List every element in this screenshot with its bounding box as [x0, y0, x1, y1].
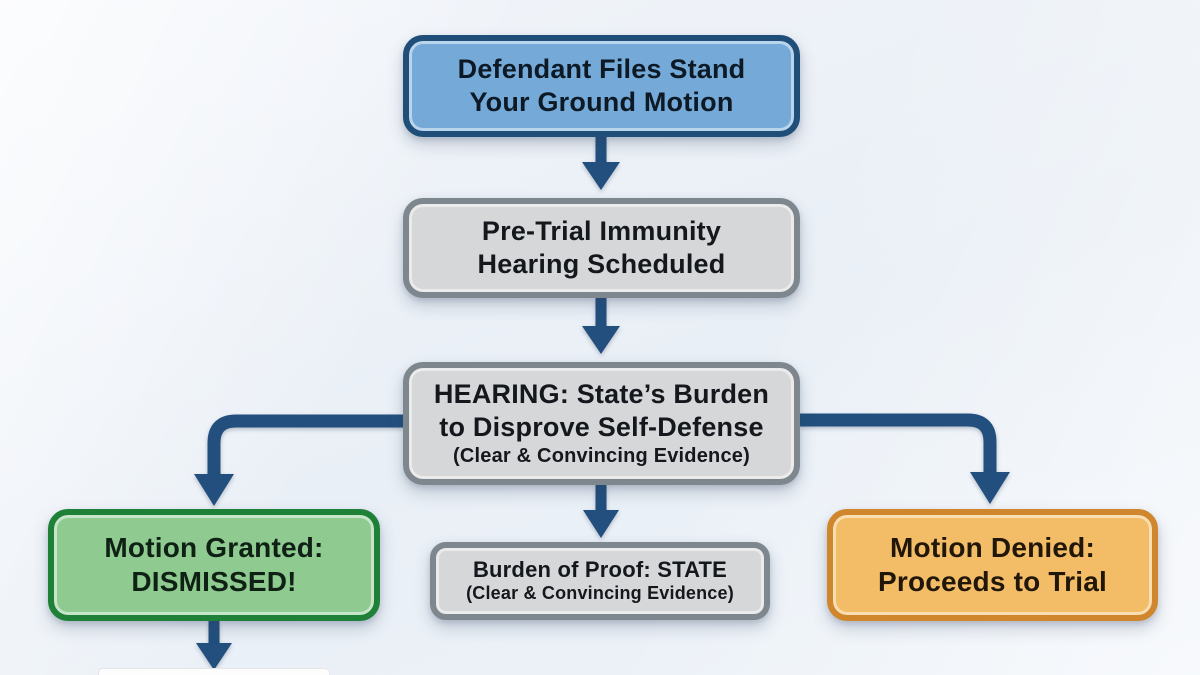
edge-granted-to-next — [196, 621, 232, 670]
node-line: DISMISSED! — [131, 566, 297, 597]
node-line: HEARING: State’s Burden — [433, 379, 770, 410]
edge-file-to-scheduled — [582, 137, 620, 190]
edge-hearing-to-burden — [583, 485, 619, 538]
node-line: to Disprove Self-Defense — [439, 412, 764, 443]
node-pretrial-hearing-scheduled: Pre-Trial Immunity Hearing Scheduled — [403, 198, 800, 298]
node-motion-denied-trial: Motion Denied: Proceeds to Trial — [827, 509, 1158, 621]
node-line: Your Ground Motion — [469, 87, 734, 117]
edge-hearing-to-granted — [194, 414, 403, 506]
node-line: Motion Granted: — [104, 531, 324, 563]
node-line: (Clear & Convincing Evidence) — [466, 583, 734, 604]
node-line: Proceeds to Trial — [877, 566, 1108, 597]
node-line: (Clear & Convincing Evidence) — [453, 445, 750, 468]
node-line: Hearing Scheduled — [477, 249, 726, 279]
node-line: Defendant Files Stand — [457, 54, 746, 85]
node-hearing-states-burden: HEARING: State’s Burden to Disprove Self… — [403, 362, 800, 485]
node-burden-of-proof-state: Burden of Proof: STATE (Clear & Convinci… — [430, 542, 770, 620]
node-defendant-files-motion: Defendant Files Stand Your Ground Motion — [403, 35, 800, 137]
node-line: Burden of Proof: STATE — [472, 556, 728, 582]
node-motion-granted-dismissed: Motion Granted: DISMISSED! — [48, 509, 380, 621]
node-line: Motion Denied: — [890, 531, 1095, 563]
node-line: Pre-Trial Immunity — [481, 216, 722, 247]
edge-hearing-to-denied — [800, 413, 1010, 504]
node-offscreen-next-step — [98, 668, 330, 675]
edge-scheduled-to-hearing — [582, 298, 620, 354]
